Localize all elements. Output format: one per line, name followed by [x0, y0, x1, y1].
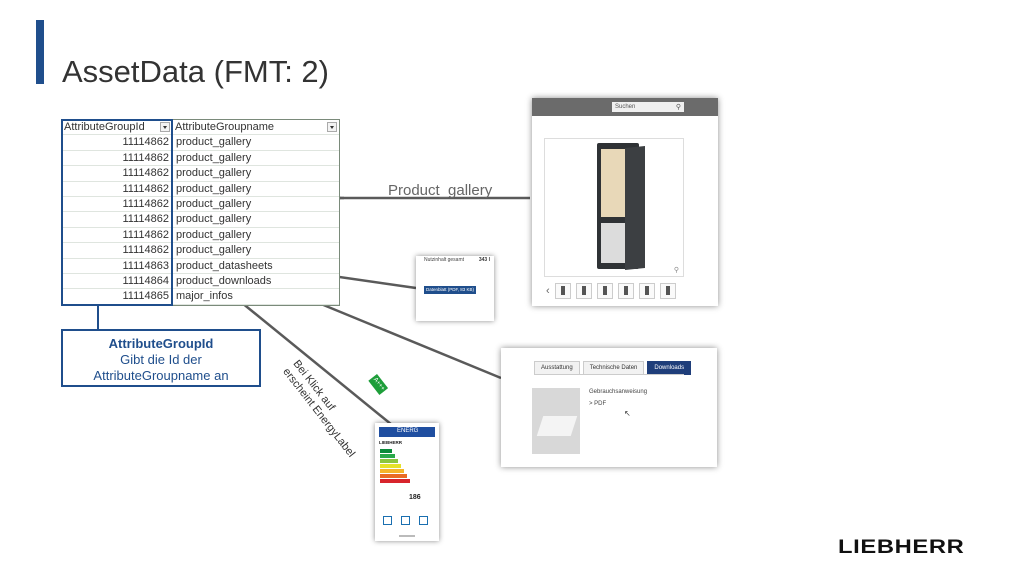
group-name-cell: product_gallery: [173, 212, 339, 228]
energy-bar: [380, 459, 398, 463]
downloads-screenshot: Ausstattung Technische Daten Downloads G…: [501, 348, 717, 467]
capacity-label: Nutzinhalt gesamt: [424, 257, 465, 263]
fridge-volume-icon: [383, 516, 392, 525]
product-gallery-label: Product_gallery: [388, 182, 493, 199]
group-id-cell: 11114862: [62, 181, 173, 197]
table-header-row: AttributeGroupId AttributeGroupname: [62, 120, 339, 136]
noise-icon: [419, 516, 428, 525]
group-name-cell: product_gallery: [173, 151, 339, 167]
zoom-icon[interactable]: ⚲: [673, 267, 679, 274]
capacity-value: 343 l: [478, 257, 490, 263]
freezer-volume-icon: [401, 516, 410, 525]
thumbnail[interactable]: [554, 283, 571, 299]
thumbnail[interactable]: [596, 283, 613, 299]
filter-dropdown-icon[interactable]: [160, 122, 170, 132]
energy-label-screenshot: ENERG LIEBHERR 186: [375, 423, 439, 541]
tab-bar: Ausstattung Technische Daten Downloads: [534, 361, 692, 375]
group-id-cell: 11114862: [62, 166, 173, 182]
group-id-cell: 11114862: [62, 135, 173, 151]
thumbnail[interactable]: [575, 283, 592, 299]
pdf-link[interactable]: > PDF: [589, 401, 607, 407]
energy-bar: [380, 479, 410, 483]
search-icon[interactable]: ⚲: [675, 104, 681, 111]
brand-logo: LIEBHERR: [838, 537, 965, 558]
callout-box: AttributeGroupId Gibt die Id der Attribu…: [61, 329, 261, 387]
energy-bar: [380, 454, 395, 458]
tab-technische-daten[interactable]: Technische Daten: [582, 361, 645, 375]
header-attributegroupid: AttributeGroupId: [64, 121, 145, 133]
group-id-cell: 11114862: [62, 243, 173, 259]
group-name-cell: product_downloads: [173, 274, 339, 290]
datasheet-screenshot: Nutzinhalt gesamt 343 l Datenblatt (PDF,…: [416, 256, 494, 321]
group-id-cell: 11114862: [62, 150, 173, 167]
tab-ausstattung[interactable]: Ausstattung: [534, 361, 580, 375]
energy-label-footer: [399, 535, 415, 537]
thumbnail-strip: ‹: [546, 283, 676, 299]
group-name-cell: product_gallery: [173, 243, 339, 259]
tab-downloads[interactable]: Downloads: [647, 361, 692, 375]
group-name-cell: product_datasheets: [173, 259, 339, 274]
cursor-icon: ↖: [624, 409, 631, 418]
group-id-cell: 11114862: [62, 227, 173, 244]
group-id-cell: 11114862: [62, 212, 173, 228]
thumbnail[interactable]: [617, 283, 634, 299]
title-accent-bar: [36, 20, 44, 84]
group-id-cell: 11114863: [62, 258, 173, 274]
group-name-cell: product_gallery: [173, 197, 339, 213]
group-id-cell: 11114864: [62, 273, 173, 290]
energy-label-header: ENERG: [379, 427, 435, 437]
asset-table: AttributeGroupId AttributeGroupname 1111…: [61, 119, 340, 306]
connector-energylabel: [235, 297, 409, 439]
group-name-cell: product_gallery: [173, 166, 339, 182]
group-id-cell: 11114862: [62, 196, 173, 213]
group-name-cell: major_infos: [173, 289, 339, 305]
callout-line-2: AttributeGroupname an: [93, 368, 229, 383]
header-attributegroupname: AttributeGroupname: [175, 121, 275, 133]
group-name-cell: product_gallery: [173, 228, 339, 244]
product-gallery-screenshot: Suchen ⚲ ⚲ ‹: [532, 98, 718, 306]
energy-bar: [380, 474, 407, 478]
download-item-title: Gebrauchsanweisung: [589, 389, 648, 395]
search-input[interactable]: Suchen ⚲: [612, 102, 684, 112]
site-header: Suchen ⚲: [532, 98, 718, 116]
energy-bar: [380, 449, 392, 453]
energy-label-brand: LIEBHERR: [379, 440, 403, 445]
energy-bar: [380, 464, 401, 468]
thumbnail[interactable]: [659, 283, 676, 299]
callout-line-1: Gibt die Id der: [120, 352, 202, 367]
search-placeholder: Suchen: [615, 104, 636, 110]
slide-title: AssetData (FMT: 2): [62, 54, 329, 89]
chevron-left-icon[interactable]: ‹: [546, 285, 550, 297]
callout-title: AttributeGroupId: [108, 336, 214, 351]
energy-consumption: 186: [409, 494, 421, 501]
group-id-cell: 11114865: [62, 289, 173, 305]
thumbnail[interactable]: [638, 283, 655, 299]
tab-divider: [534, 374, 684, 375]
fridge-image: [597, 143, 645, 271]
callout-connector: [97, 306, 99, 330]
energy-label-title: ENERG: [397, 428, 419, 434]
datasheet-download-button[interactable]: Datenblatt (PDF, 83 KB): [424, 286, 476, 294]
group-name-cell: product_gallery: [173, 135, 339, 151]
product-image[interactable]: ⚲: [544, 138, 684, 277]
energy-bar: [380, 469, 404, 473]
filter-dropdown-icon[interactable]: [327, 122, 337, 132]
group-name-cell: product_gallery: [173, 182, 339, 197]
manual-thumbnail: [532, 388, 580, 454]
